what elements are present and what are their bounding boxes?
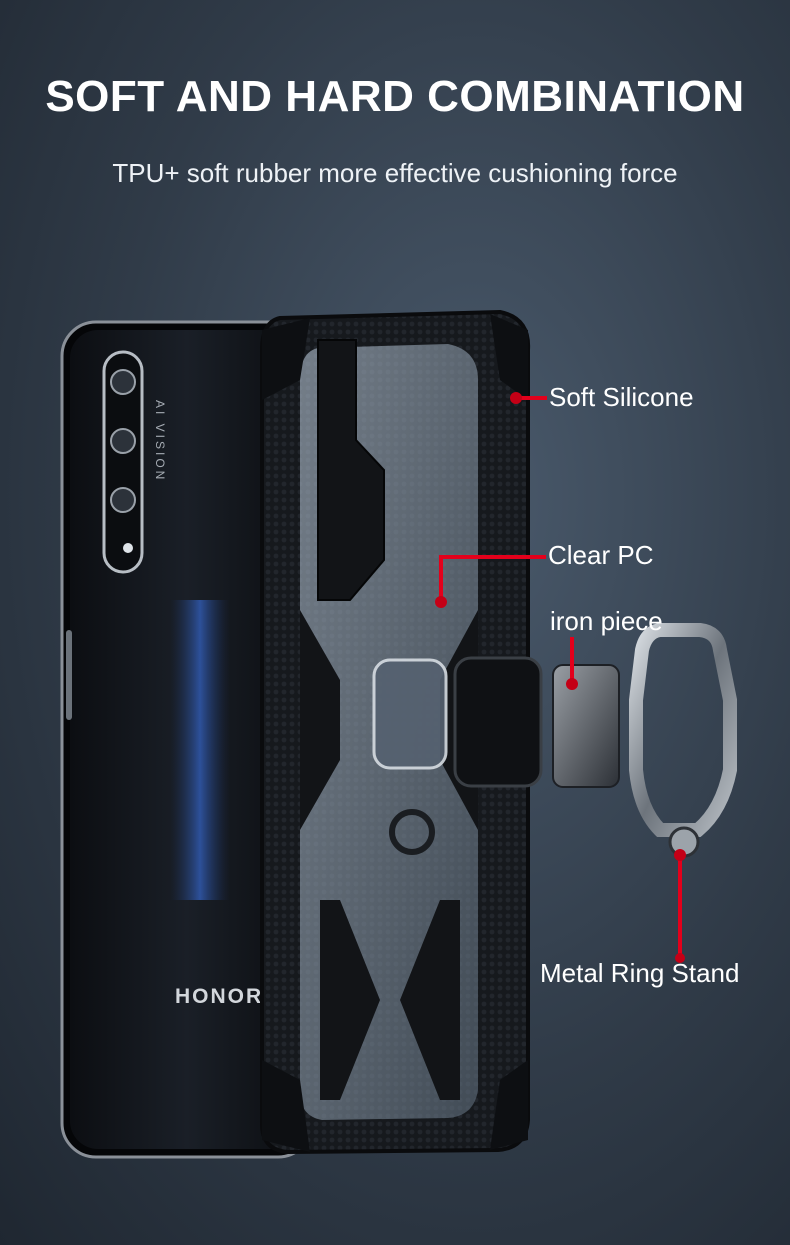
phone: AI VISION HONOR	[60, 320, 314, 1159]
label-iron-piece: iron piece	[550, 606, 663, 636]
subheadline: TPU+ soft rubber more effective cushioni…	[112, 158, 678, 188]
callout-ring-stand	[674, 849, 686, 963]
ring-stand	[629, 623, 737, 858]
callout-clear-pc	[435, 555, 546, 608]
callout-soft-silicone	[510, 392, 547, 404]
camera-text: AI VISION	[153, 400, 167, 482]
headline: SOFT AND HARD COMBINATION	[45, 72, 745, 121]
camera-module	[102, 350, 144, 574]
callout-iron-piece	[566, 637, 578, 690]
phone-brand: HONOR	[175, 985, 263, 1008]
label-clear-pc: Clear PC	[548, 540, 654, 570]
label-soft-silicone: Soft Silicone	[549, 382, 694, 412]
iron-piece	[552, 664, 620, 788]
magnetic-plate	[453, 656, 543, 788]
label-metal-ring-stand: Metal Ring Stand	[540, 958, 740, 988]
